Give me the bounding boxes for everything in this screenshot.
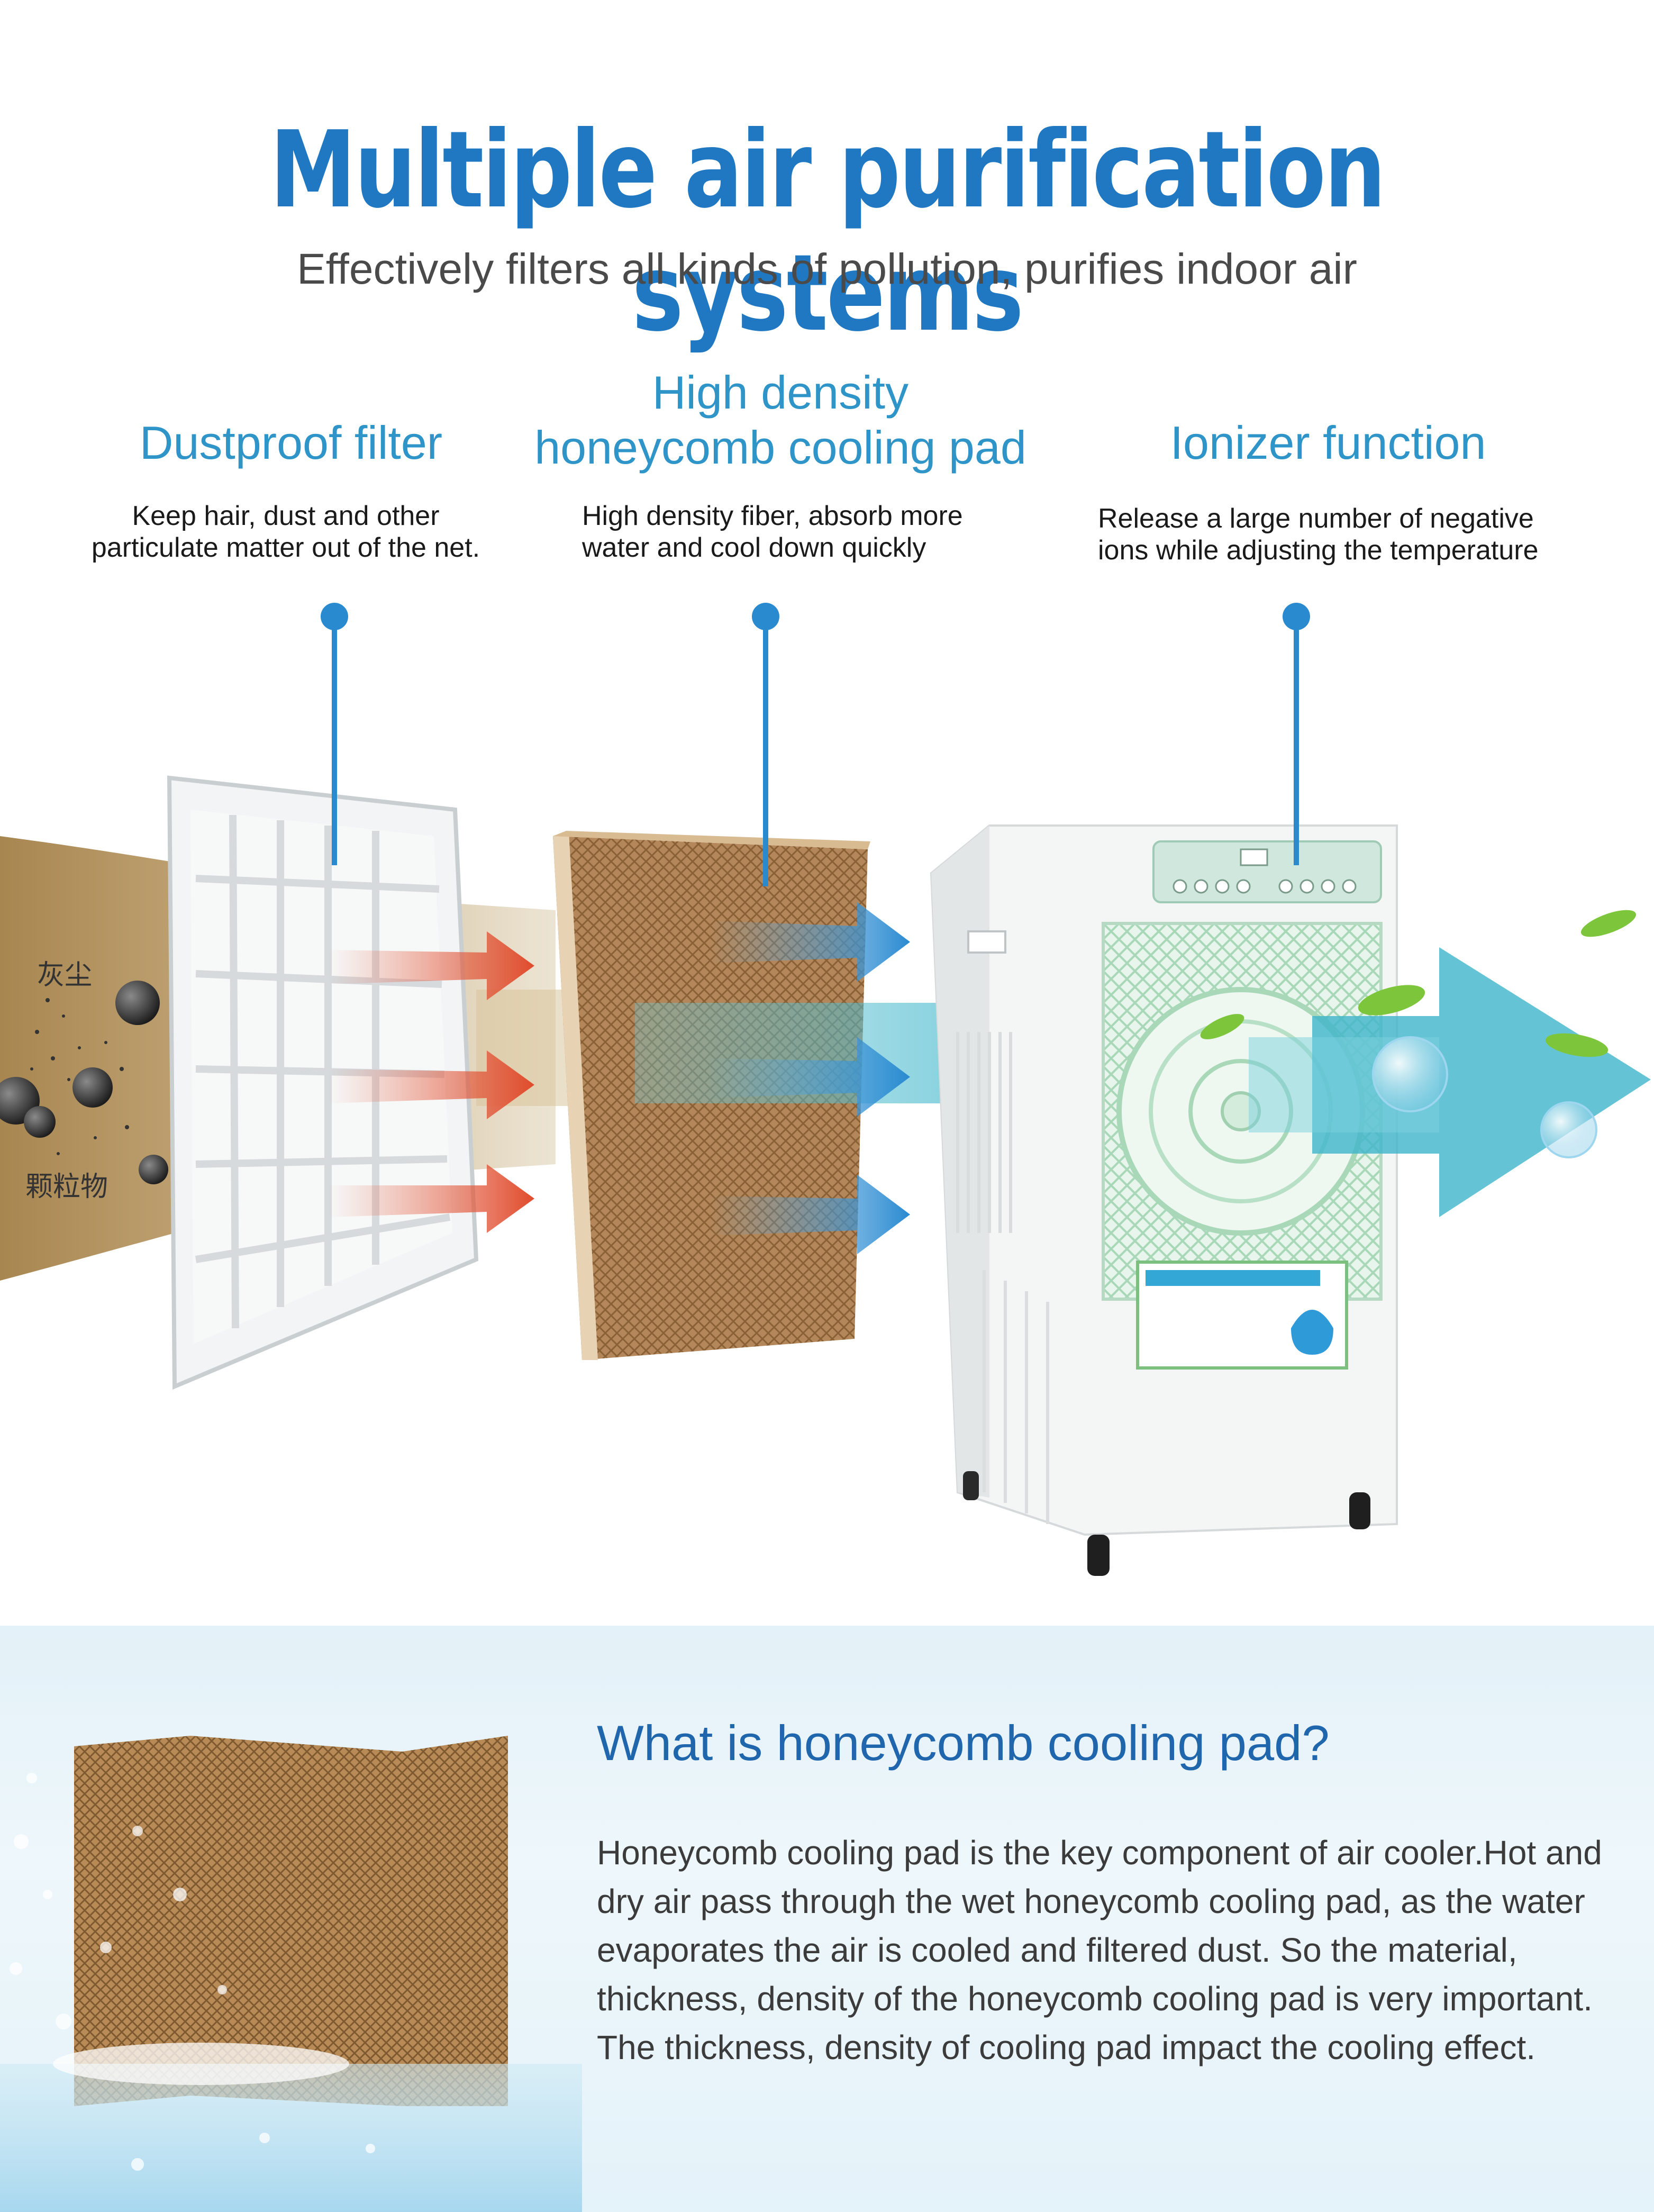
explainer-body: Honeycomb cooling pad is the key compone… — [597, 1834, 1602, 2066]
page-title: Multiple air purification systems — [269, 108, 1386, 355]
feature-desc-ionizer-line2: ions while adjusting the temperature — [1098, 535, 1539, 566]
page-subtitle: Effectively filters all kinds of polluti… — [297, 245, 1357, 293]
feature-title-dustproof: Dustproof filter — [139, 416, 443, 469]
feature-desc-ionizer: Release a large number of negative ions … — [1098, 503, 1627, 566]
water-surface — [0, 2064, 582, 2212]
blue-airflow-arrows — [709, 902, 910, 1254]
cooling-pad-right-panel — [402, 1736, 508, 2106]
feature-desc-dustproof: Keep hair, dust and other particulate ma… — [69, 500, 503, 564]
cooling-pad-center-panel — [190, 1736, 402, 2106]
dust-label: 灰尘 — [37, 959, 93, 991]
cooling-pad-left-panel — [74, 1736, 190, 2106]
feature-title-honeycomb-line1: High density — [652, 366, 909, 419]
cooling-pad-splash-image — [0, 1736, 582, 2212]
dust-particles — [0, 981, 168, 1184]
feature-title-honeycomb: High density honeycomb cooling pad — [503, 365, 1058, 475]
feature-desc-dustproof-line1: Keep hair, dust and other — [132, 501, 440, 531]
feature-desc-honeycomb-line2: water and cool down quickly — [582, 532, 926, 563]
feature-desc-dustproof-line2: particulate matter out of the net. — [91, 532, 480, 563]
air-cooler-unit — [930, 824, 1398, 1576]
marker-ionizer — [1283, 603, 1310, 865]
feature-title-ionizer: Ionizer function — [1170, 416, 1486, 469]
water-splash — [10, 1773, 375, 2171]
feature-desc-honeycomb: High density fiber, absorb more water an… — [582, 500, 1058, 564]
negative-ion-bubbles — [1372, 1036, 1597, 1158]
feature-title-honeycomb-line2: honeycomb cooling pad — [534, 421, 1026, 474]
feature-desc-ionizer-line1: Release a large number of negative — [1098, 503, 1534, 534]
feature-desc-honeycomb-line1: High density fiber, absorb more — [582, 501, 963, 531]
marker-honeycomb — [752, 603, 779, 886]
marker-dustproof — [321, 603, 348, 865]
explainer-title: What is honeycomb cooling pad? — [597, 1715, 1330, 1771]
feature-markers — [321, 603, 1310, 886]
particles-label: 颗粒物 — [25, 1171, 108, 1203]
purification-illustration — [0, 775, 1651, 1576]
leaves — [1200, 910, 1637, 1057]
red-airflow-arrows — [328, 931, 534, 1233]
